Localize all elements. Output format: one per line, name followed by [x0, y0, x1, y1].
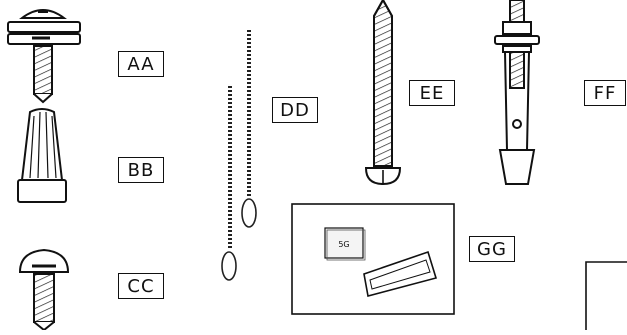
screw-with-washer-icon [7, 9, 81, 104]
label-bb: BB [118, 157, 164, 183]
shim-packet-icon [291, 203, 455, 315]
pull-chain-icon [221, 30, 257, 281]
label-cc: CC [118, 273, 164, 299]
label-gg: GG [469, 236, 515, 262]
wood-screw-icon [364, 0, 402, 186]
label-ff: FF [584, 80, 626, 106]
label-dd: DD [272, 97, 318, 123]
packet-label: 5G [338, 240, 349, 249]
partial-panel [585, 261, 627, 330]
label-ee: EE [409, 80, 455, 106]
wire-nut-icon [17, 108, 67, 203]
anchor-bolt-icon [494, 0, 540, 185]
label-aa: AA [118, 51, 164, 77]
machine-screw-icon [18, 248, 70, 332]
